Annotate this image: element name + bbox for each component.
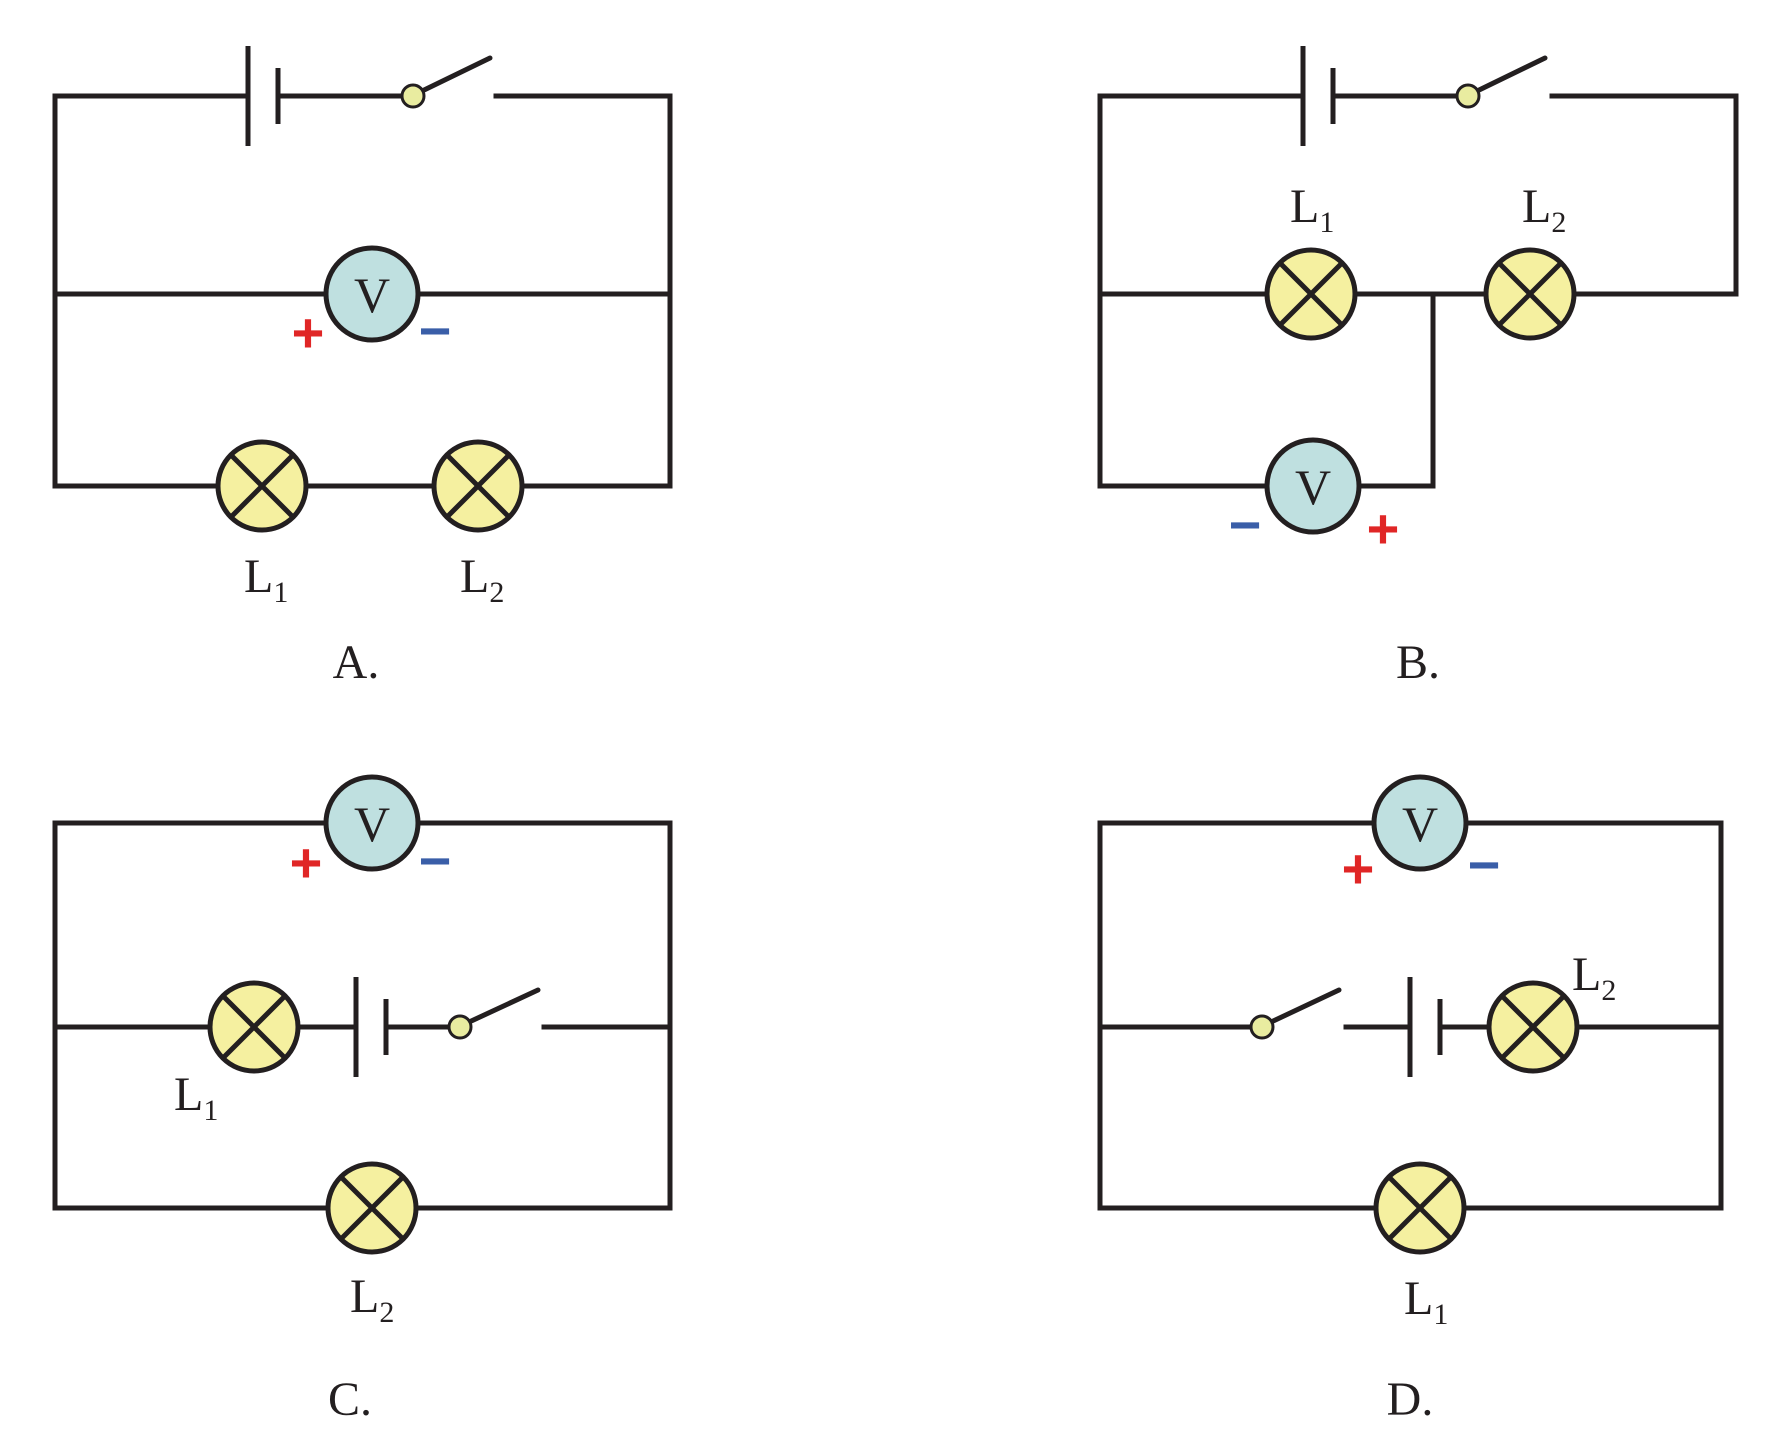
switch-icon[interactable] (400, 55, 493, 109)
lamp-label-l2: L2 (460, 550, 504, 609)
battery-icon (1300, 46, 1336, 146)
option-caption: C. (328, 1373, 372, 1426)
battery-icon (1407, 977, 1443, 1077)
lamp-icon (431, 439, 525, 533)
option-caption: A. (333, 636, 380, 689)
circuit-option-a[interactable]: V + − L1 L2 A. (52, 46, 673, 689)
wire (1097, 93, 1306, 489)
voltmeter-icon: V (1371, 774, 1469, 872)
minus-terminal-sign: − (1229, 493, 1262, 556)
circuit-option-b[interactable]: L1 L2 V − + B. (1097, 46, 1739, 689)
switch-icon[interactable] (447, 987, 541, 1040)
circuit-option-d[interactable]: V + − L2 L1 D. (1097, 774, 1724, 1426)
wire (52, 820, 329, 1211)
wire (493, 93, 673, 489)
lamp-label-l2: L2 (1572, 948, 1616, 1007)
wire (1463, 820, 1724, 1211)
voltmeter-letter: V (1402, 796, 1438, 852)
plus-terminal-sign: + (1342, 837, 1375, 900)
lamp-label-l2: L2 (1522, 180, 1566, 239)
lamp-icon (207, 980, 301, 1074)
lamp-label-l1: L1 (174, 1068, 218, 1127)
voltmeter-icon: V (323, 774, 421, 872)
lamp-label-l1: L1 (244, 550, 288, 609)
lamp-label-l1: L1 (1290, 180, 1334, 239)
option-caption: B. (1396, 636, 1440, 689)
lamp-label-l1: L1 (1404, 1272, 1448, 1331)
lamp-icon (1373, 1161, 1467, 1255)
voltmeter-letter: V (354, 796, 390, 852)
wire (1097, 820, 1377, 1211)
wire (1549, 93, 1739, 297)
voltmeter-icon: V (1264, 437, 1362, 535)
lamp-icon (1483, 247, 1577, 341)
minus-terminal-sign: − (1468, 833, 1501, 896)
lamp-icon (1264, 247, 1358, 341)
minus-terminal-sign: − (419, 829, 452, 892)
switch-icon[interactable] (1249, 987, 1342, 1040)
wire (415, 820, 673, 1211)
battery-icon (353, 977, 389, 1077)
voltmeter-icon: V (323, 245, 421, 343)
wire (1356, 291, 1436, 489)
plus-terminal-sign: + (290, 831, 323, 894)
option-caption: D. (1387, 1373, 1434, 1426)
wire (52, 93, 251, 489)
voltmeter-letter: V (354, 267, 390, 323)
plus-terminal-sign: + (292, 301, 325, 364)
lamp-icon (325, 1161, 419, 1255)
voltmeter-letter: V (1295, 459, 1331, 515)
minus-terminal-sign: − (419, 299, 452, 362)
lamp-label-l2: L2 (350, 1270, 394, 1329)
switch-icon[interactable] (1455, 55, 1548, 109)
lamp-icon (1486, 980, 1580, 1074)
circuit-option-c[interactable]: V + − L1 L2 C. (52, 774, 673, 1426)
plus-terminal-sign: + (1367, 497, 1400, 560)
lamp-icon (215, 439, 309, 533)
battery-icon (245, 46, 281, 146)
